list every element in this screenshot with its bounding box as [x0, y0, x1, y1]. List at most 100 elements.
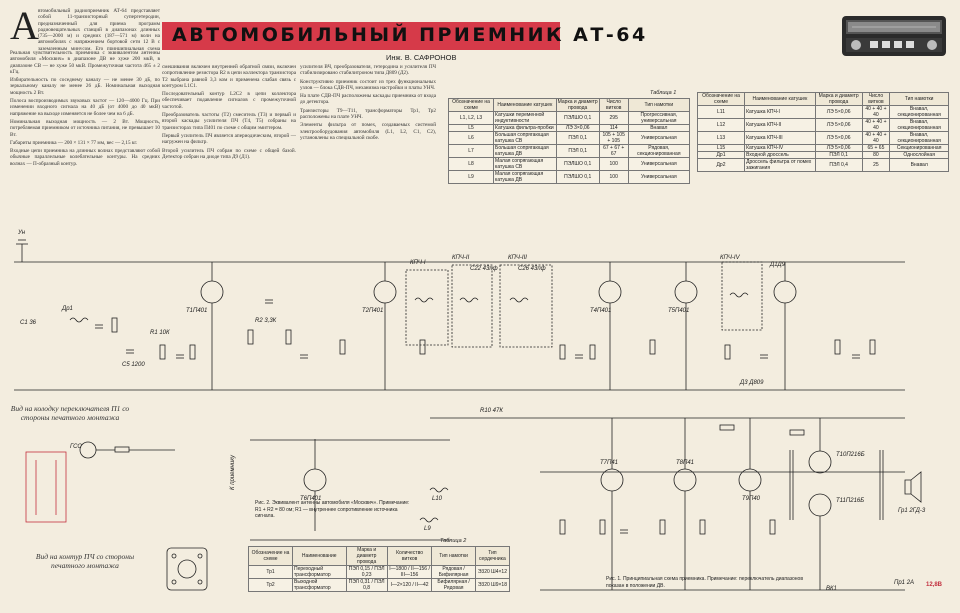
paragraph: Габариты приемника — 200 × 131 × 77 мм, … — [10, 139, 138, 146]
column-3: усилителя ВЧ, преобразователя, гетеродин… — [300, 64, 436, 250]
speaker-symbol — [904, 471, 922, 503]
paragraph: смешивания включен внутренней обратной с… — [162, 64, 296, 89]
resistor-symbols — [111, 317, 876, 535]
speaker-label: Гр1 2ГД-3 — [898, 508, 926, 514]
dr1-label: Др1 — [62, 306, 73, 312]
capacitor-symbols — [95, 299, 860, 534]
table-cell: Э320 Ш9×18 — [474, 578, 511, 592]
paragraph: Полоса воспроизводимых звуковых частот —… — [10, 98, 160, 117]
paragraph: Второй усилитель ПЧ собран по схеме с об… — [162, 147, 296, 160]
table-cell: ПЭЛШО 0,1 — [555, 170, 600, 184]
paragraph: усилителя ВЧ, преобразователя, гетеродин… — [300, 64, 436, 77]
transistor-symbols — [200, 280, 832, 517]
l9-label: L9 — [424, 526, 431, 532]
column-header: Наименование — [292, 546, 347, 566]
paragraph: На плате СДВ-ПЧ расположены каскады прие… — [300, 93, 436, 106]
voltage-label: 12,8В — [926, 582, 943, 588]
t4-label: Т4П401 — [590, 308, 612, 314]
column-header: Наименование катушек — [493, 98, 557, 112]
paragraph: Элементы фильтра от помех, создаваемых с… — [300, 122, 436, 141]
table-cell: L13 — [696, 131, 746, 145]
c26-label: С26 43пф — [518, 266, 546, 272]
fuse-label: Пр1 2А — [894, 580, 915, 586]
column-header: Марка и диаметр провода — [814, 92, 863, 106]
column-header: Тип намотки — [431, 546, 476, 566]
c5-label: С5 1200 — [122, 362, 145, 368]
radio-photo — [842, 16, 946, 56]
column-header: Тип сердечника — [474, 546, 511, 566]
coil-symbols — [69, 292, 749, 523]
if-filter-boxes — [405, 261, 763, 348]
paragraph: Входные цепи приемника на длинных волнах… — [10, 148, 160, 167]
table-cell: ПЭЛ 0,31 / ПЭЛ 0,8 — [345, 578, 388, 592]
title-band — [162, 22, 560, 50]
kpch4-label: КПЧ-IV — [720, 255, 740, 261]
paragraph: Избирательность по соседнему каналу — не… — [10, 77, 160, 96]
t9-label: Т9П40 — [742, 496, 761, 502]
column-header: Обозначение на схеме — [247, 546, 294, 566]
switch-contact-view — [25, 451, 67, 523]
antenna-label: Ун — [18, 230, 26, 236]
figure-1-caption: Рис. 1. Принципиальная схема приемника. … — [606, 576, 803, 589]
t8-label: Т8П41 — [676, 460, 695, 466]
column-header: Количество витков — [386, 546, 433, 566]
kpch2-label: КПЧ-II — [452, 255, 470, 261]
contour-view-note: Вид на контур ПЧ со стороны печатного мо… — [35, 552, 135, 570]
column-1-intro: втомобильный радиоприемник АТ-64 предста… — [38, 8, 160, 50]
column-header: Число витков — [598, 98, 629, 112]
table-cell: Выходной трансформатор — [292, 578, 347, 592]
drop-cap: А — [10, 3, 39, 48]
t2-label: Т2П401 — [362, 308, 384, 314]
generator-label: ГСС — [70, 444, 82, 450]
paragraph: Номинальная выходная мощность — 2 Вт. Мо… — [10, 118, 160, 138]
t11-label: Т11П216Б — [836, 498, 865, 504]
power-switch-label: ВК1 — [826, 586, 837, 592]
paragraph: Реальная чувствительность приемника с эк… — [10, 50, 160, 75]
if-contour-view — [166, 547, 208, 591]
column-header: Марка и диаметр провода — [555, 98, 600, 112]
table-cell: Универсальная — [627, 157, 691, 171]
table-cell: Др2 — [696, 158, 746, 172]
t7-label: Т7П41 — [600, 460, 619, 466]
paragraph: Первый усилитель ПЧ является апериодичес… — [162, 132, 296, 146]
antenna-equivalent — [79, 441, 175, 459]
table-cell: Малая сопрягающая катушка СВ — [493, 157, 557, 171]
t6-label: Т6П401 — [300, 496, 322, 502]
paragraph: втомобильный радиоприемник АТ-64 предста… — [38, 8, 160, 50]
table-cell: Внавал — [889, 158, 949, 172]
t10-label: Т10П216Б — [836, 452, 865, 458]
paragraph: Конструктивно приемник состоит из трех ф… — [300, 78, 436, 91]
kpch3-label: КПЧ-III — [508, 255, 527, 261]
table-cell: L9 — [447, 170, 495, 184]
l10-label: L10 — [432, 496, 443, 502]
column-header: Наименование катушек — [744, 92, 816, 106]
to-receiver-label: К приемнику — [230, 454, 236, 490]
table-1-caption: Таблица 1 — [650, 90, 677, 96]
table-2-caption: Таблица 2 — [440, 538, 467, 544]
article-author: Инж. В. САФРОНОВ — [386, 53, 457, 62]
transformer-symbols — [789, 450, 884, 520]
t5-label: Т5П401 — [668, 308, 690, 314]
table-cell: Универсальная — [627, 170, 691, 184]
table-cell: ПЭЛ 0,4 — [814, 158, 863, 172]
r1-label: R1 10К — [150, 330, 170, 336]
c1-label: С1 36 — [20, 320, 37, 326]
table-cell: Бифилярная / Рядовая — [431, 578, 476, 592]
paragraph: Преобразователь частоты (Т2) смеситель (… — [162, 112, 296, 131]
column-header: Марка и диаметр провода — [345, 546, 388, 566]
figure-2-caption: Рис. 2. Эквивалент антенны автомобиля «М… — [255, 500, 410, 519]
article-title: АВТОМОБИЛЬНЫЙ ПРИЕМНИК АТ-64 — [172, 24, 648, 46]
t1-label: Т1П401 — [186, 308, 208, 314]
column-1: Реальная чувствительность приемника с эк… — [10, 50, 160, 250]
paragraph: Последовательный контур L2C2 в цепи колл… — [162, 91, 296, 110]
column-header: Тип намотки — [627, 98, 691, 112]
